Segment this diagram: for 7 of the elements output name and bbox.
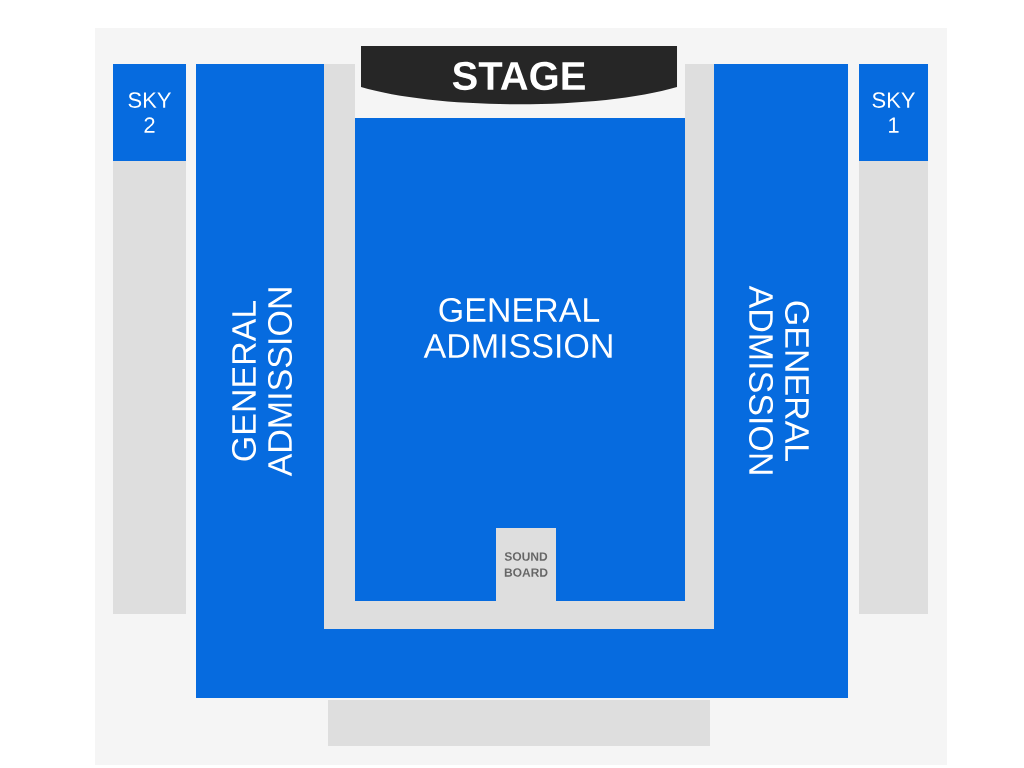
seating-area	[859, 161, 928, 614]
sky-box: SKY 2	[113, 64, 186, 161]
node-label: SOUND BOARD	[504, 552, 548, 577]
sky-box: SKY 1	[859, 64, 928, 161]
sound-board-box: SOUND BOARD	[496, 528, 556, 601]
seating-area	[113, 161, 186, 614]
stage: STAGE	[361, 46, 677, 105]
